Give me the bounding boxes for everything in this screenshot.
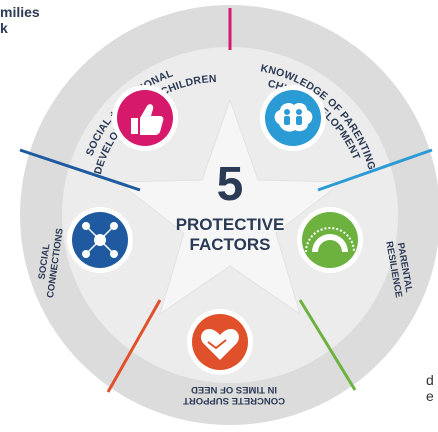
parent-child-icon xyxy=(260,85,326,151)
divider-lightblue xyxy=(317,148,433,192)
partial-caption-line2: e xyxy=(426,388,434,404)
center-star xyxy=(116,98,344,316)
heart-handshake-icon xyxy=(187,309,253,375)
segment-label-social: SOCIAL xyxy=(37,243,53,280)
divider-green xyxy=(298,299,357,391)
divider-orange xyxy=(106,299,162,393)
center-title-line1: PROTECTIVE xyxy=(176,215,285,234)
thumbs-up-icon xyxy=(112,85,178,151)
partial-caption: d e xyxy=(426,372,434,404)
center-title-line2: FACTORS xyxy=(190,235,271,254)
sunrise-icon xyxy=(297,207,363,273)
segment-label-concrete: CONCRETE SUPPORT xyxy=(183,395,285,406)
divider-navy xyxy=(19,148,141,192)
network-icon xyxy=(67,207,133,273)
partial-heading-line2: k xyxy=(0,20,8,36)
segment-label-need: IN TIMES OF NEED xyxy=(191,384,277,395)
partial-caption-line1: d xyxy=(426,372,434,388)
partial-heading-line1: milies xyxy=(0,4,40,20)
center-number: 5 xyxy=(217,158,244,211)
partial-heading: milies k xyxy=(0,4,60,36)
